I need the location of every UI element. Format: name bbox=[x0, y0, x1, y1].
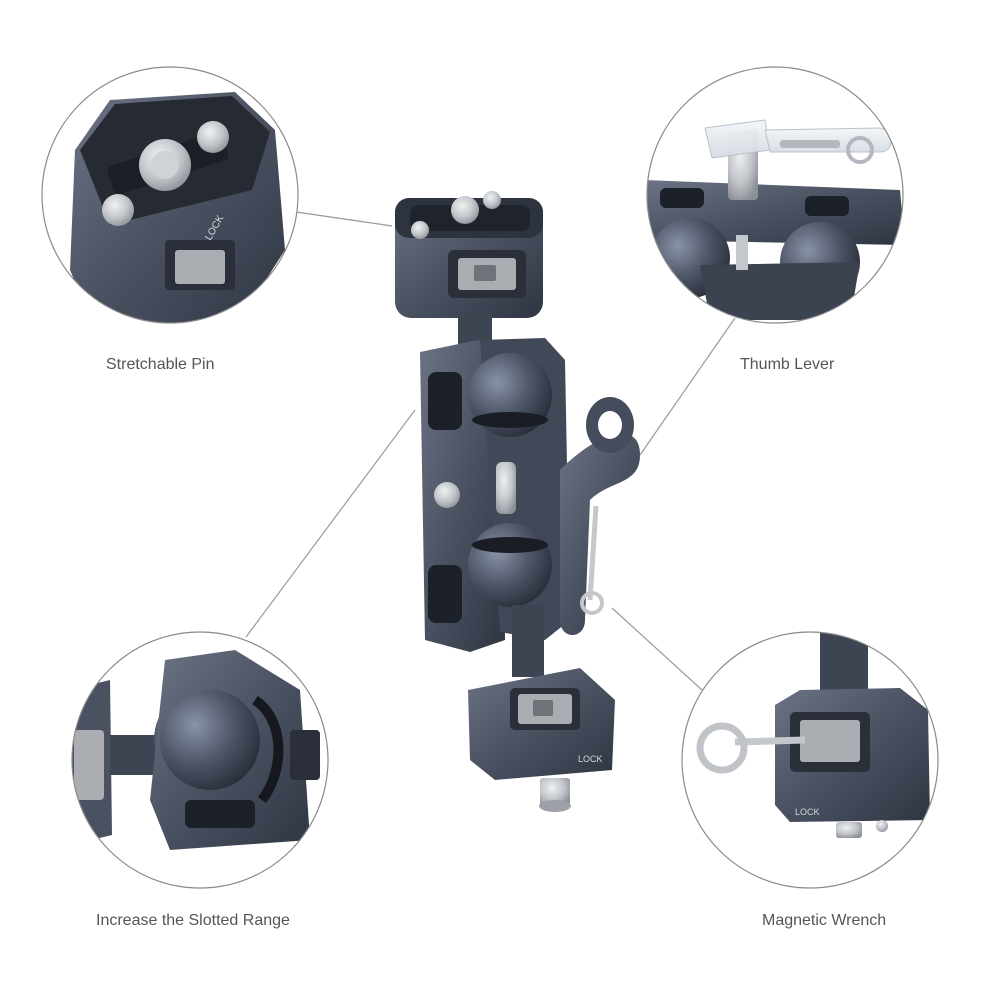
leader-line-lever bbox=[639, 317, 736, 456]
lower-ball-joint bbox=[468, 523, 552, 607]
main-articulating-arm: LOCK bbox=[395, 191, 640, 812]
leader-line-range bbox=[245, 409, 416, 638]
callout-label-magnetic-wrench: Magnetic Wrench bbox=[762, 912, 887, 929]
bottom-mount-block: LOCK bbox=[468, 668, 615, 812]
callout-label-slotted-range: Increase the Slotted Range bbox=[96, 912, 290, 929]
lock-engraving-wrench: LOCK bbox=[795, 807, 820, 817]
detail-circle-slotted-range bbox=[71, 631, 329, 889]
lock-engraving-main: LOCK bbox=[578, 754, 603, 764]
leader-line-wrench bbox=[611, 607, 703, 691]
callout-label-thumb-lever: Thumb Lever bbox=[740, 356, 835, 373]
leader-lines bbox=[245, 211, 736, 691]
leader-line-pin bbox=[295, 211, 393, 227]
detail-circle-magnetic-wrench: LOCK bbox=[681, 631, 939, 889]
detail-circle-thumb-lever bbox=[646, 66, 904, 324]
thumb-lever bbox=[560, 397, 640, 635]
top-mount-block bbox=[395, 191, 543, 318]
callout-label-stretchable-pin: Stretchable Pin bbox=[106, 356, 215, 373]
detail-circle-stretchable-pin: LOCK bbox=[41, 66, 299, 324]
